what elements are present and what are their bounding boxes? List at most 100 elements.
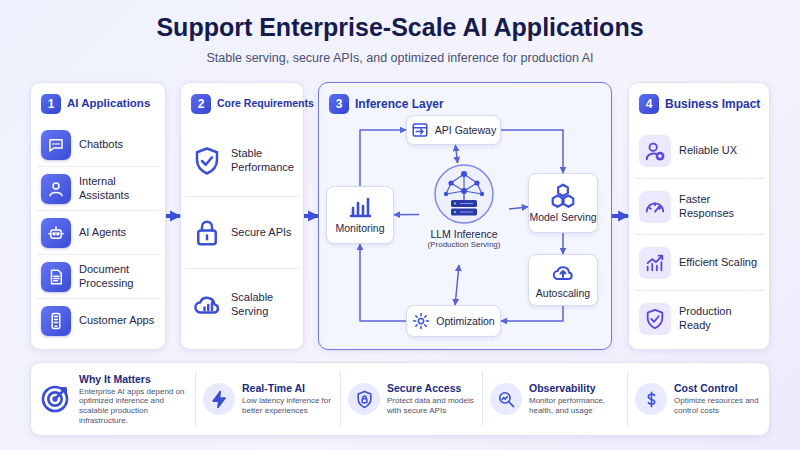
icon-tile [433,163,495,225]
icon-tile [41,306,71,336]
icon-glyph [53,183,59,189]
icon-glyph [205,303,213,311]
icon-glyph [50,139,62,150]
icon-glyph [195,298,217,313]
icon-tile [203,383,235,415]
icon-glyph [53,232,55,234]
icon-glyph [47,180,65,198]
icon-glyph [202,157,212,165]
icon-glyph [202,221,212,239]
icon-glyph [55,388,66,399]
icon-glyph [448,180,453,185]
icon-glyph [414,314,429,329]
benefit-text: Low latency inference for better experie… [242,396,336,415]
icon-glyph [502,396,513,406]
callout-number: 4 [646,97,653,111]
icon-glyph [348,195,372,219]
icon-glyph [474,180,479,185]
box-label: API Gateway [435,124,496,136]
benefit-text: Optimize resources and control costs [674,396,766,415]
icon-tile [639,247,671,279]
benefit-heading: Secure Access [387,382,478,394]
icon-glyph [651,316,658,322]
icon-glyph [47,268,65,286]
icon-glyph [647,153,656,159]
icon-glyph [54,276,59,281]
icon-glyph [642,390,661,409]
panel-heading: Business Impact [665,97,760,111]
process-box: Model Serving [528,173,598,233]
icon-glyph [648,392,654,406]
text-group: Cost ControlOptimize resources and contr… [674,382,766,415]
icon-glyph [648,255,663,270]
flow-arrow [166,214,180,218]
icon-glyph [52,314,60,329]
icon-glyph [413,124,427,136]
text-group: Real-Time AI Low latency inference for be… [242,382,336,415]
icon-glyph [433,163,495,225]
benefit-item: Why It MattersEnterprise AI apps depend … [30,364,195,434]
icon-tile [490,383,522,415]
icon-glyph [463,194,464,200]
text-group: Secure AccessProtect data and models wit… [387,382,478,415]
number-badge: 1 [41,94,61,114]
icon-glyph [49,227,63,234]
panel-heading: Inference Layer [355,97,444,111]
list-item: Production Ready [635,291,765,347]
icon-glyph [55,317,58,327]
benefit-item: Secure AccessProtect data and models wit… [340,364,482,434]
icon-glyph [53,142,58,144]
process-box: API Gateway [406,115,501,145]
icon-glyph [39,383,71,415]
benefit-heading: Observability [529,382,623,394]
icon-tile [348,383,380,415]
icon-glyph [47,136,65,154]
icon-glyph [561,271,566,277]
icon-glyph [351,199,370,216]
icon-glyph [355,390,374,409]
icon-tile [411,121,429,139]
icon-glyph [51,230,62,238]
icon-glyph [551,260,575,284]
item-label: Faster Responses [679,193,765,221]
icon-glyph [57,232,59,234]
icon-glyph [192,146,222,176]
icon-tile [191,145,223,177]
icon-tile [550,182,576,208]
icon-glyph [497,390,516,409]
list-item: Internal Assistants [37,167,161,211]
number-badge: 4 [639,94,659,114]
icon-glyph [647,203,664,211]
box-label: Monitoring [335,222,384,234]
item-label: Production Ready [679,305,765,333]
icon-glyph [47,312,65,330]
item-label: Chatbots [79,138,123,152]
item-label: Customer Apps [79,314,154,328]
icon-glyph [411,121,429,139]
icon-tile [639,303,671,335]
panel-heading: AI Applications [67,97,150,109]
icon-glyph [460,204,473,213]
benefit-item: Real-Time AI Low latency inference for be… [195,364,340,434]
core-node: LLM Inference(Production Serving) [419,163,509,265]
text-group: ObservabilityMonitor performance, health… [529,382,623,415]
list-item: AI Agents [37,211,161,255]
icon-glyph [192,218,222,248]
subtitle: Stable serving, secure APIs, and optimiz… [0,51,800,65]
icon-tile [41,218,71,248]
icon-glyph [192,290,222,320]
separator [195,372,196,426]
icon-tile [412,312,430,330]
item-label: AI Agents [79,226,126,240]
list-item: Scalable Serving [187,269,299,341]
process-box: Optimization [406,305,501,337]
callout-number: 3 [336,97,343,111]
item-label: Stable Performance [231,147,299,175]
item-label: Scalable Serving [231,291,299,319]
panel: AI Applications 1ChatbotsInternal Assista… [30,82,166,350]
icon-glyph [558,185,568,196]
benefit-heading: Real-Time AI [242,382,336,394]
icon-glyph [650,143,657,150]
benefit-item: Cost ControlOptimize resources and contr… [627,364,770,434]
